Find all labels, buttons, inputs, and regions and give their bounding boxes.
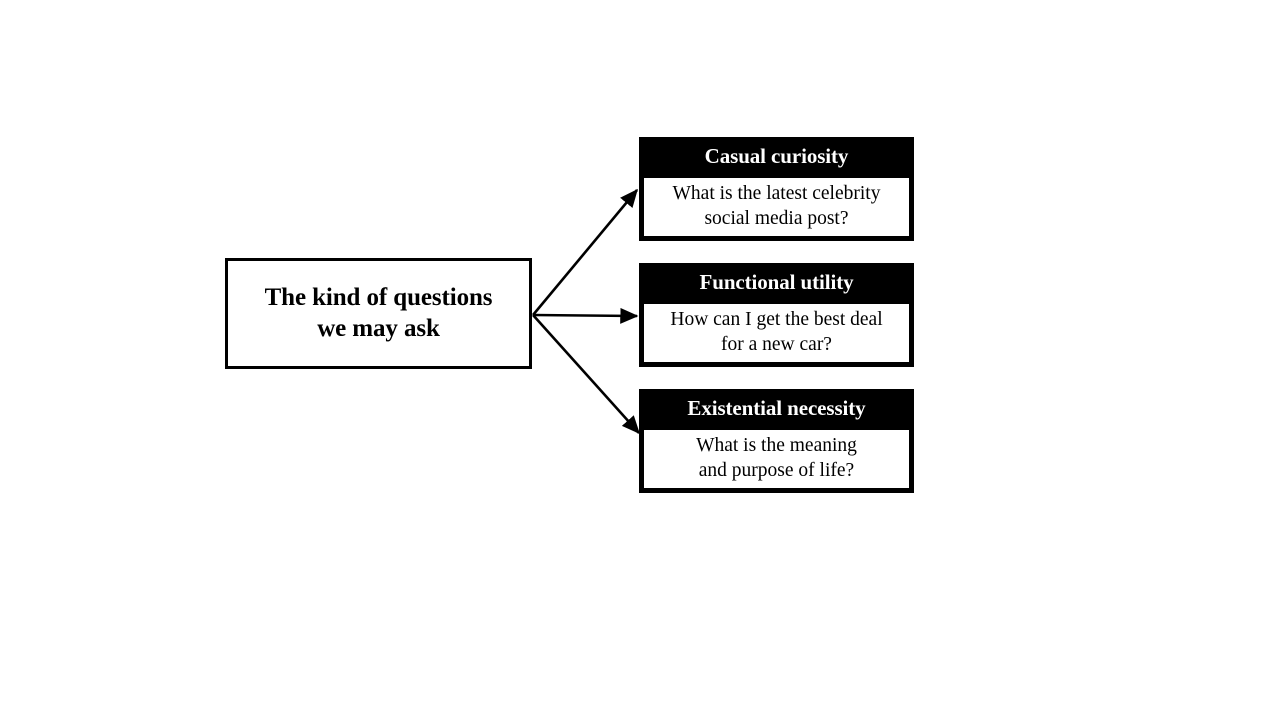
branch-header-existential-necessity: Existential necessity [639, 389, 914, 428]
connector-to-existential-necessity [532, 314, 640, 435]
connector-to-functional-utility [532, 307, 639, 324]
branch-node-functional-utility[interactable]: Functional utility How can I get the bes… [639, 263, 914, 367]
branch-node-casual-curiosity[interactable]: Casual curiosity What is the latest cele… [639, 137, 914, 241]
branch-header-casual-curiosity: Casual curiosity [639, 137, 914, 176]
branch-node-existential-necessity[interactable]: Existential necessity What is the meanin… [639, 389, 914, 493]
branch-header-functional-utility: Functional utility [639, 263, 914, 302]
connector-to-casual-curiosity [532, 188, 638, 316]
